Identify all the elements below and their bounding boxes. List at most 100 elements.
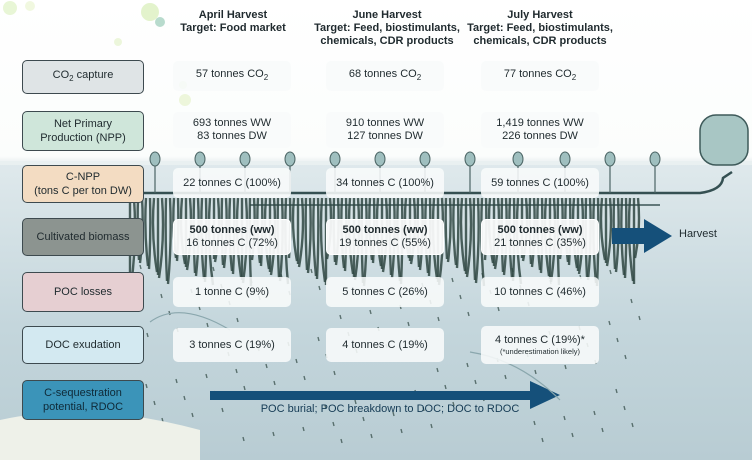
label-text-post: capture [73,68,114,81]
seaweed-strand [151,197,159,273]
particle [175,378,178,384]
particle [265,363,268,369]
header-target: Target: Food market [180,22,286,34]
particle [235,368,238,374]
buoy-icon [559,151,571,167]
particle [436,367,439,373]
particle [466,362,469,368]
particle [623,405,626,411]
sequestration-arrow-icon [210,381,560,409]
biomass-c: 19 tonnes C (55%) [339,237,431,249]
buoy-icon [329,151,341,167]
seaweed-strand [306,197,312,274]
biomass-june: 500 tonnes (ww)19 tonnes C (55%) [326,219,444,255]
header-title: July Harvest [507,9,573,21]
value: 77 tonnes CO [503,67,572,80]
biomass-c: 16 tonnes C (72%) [186,237,278,249]
seaweed-strand [444,197,449,260]
seaweed-strand [304,197,309,271]
seaweed-strand [157,197,165,279]
footnote: (*underestimation likely) [499,347,581,356]
label-line: (tons C per ton DW) [34,185,132,197]
seaweed-strand [291,197,299,262]
value: 10 tonnes C (46%) [494,285,586,298]
particle [407,321,410,327]
value: 4 tonnes C (19%) [342,338,428,351]
particle [212,266,215,272]
label-subscript: 2 [69,74,74,84]
value: 1 tonne C (9%) [195,285,269,298]
header-target-cont: chemicals, CDR products [320,35,454,47]
particle [609,269,612,275]
label-line: C-sequestration [44,387,122,399]
subscript: 2 [416,73,422,83]
seaweed-strand [147,197,152,270]
particle [324,404,327,410]
particle [273,380,276,386]
particle [497,306,500,312]
particle [191,412,194,418]
poc-july: 10 tonnes C (46%) [481,277,599,307]
particle [534,369,537,375]
particle [616,337,619,343]
particle [160,293,163,299]
cnpp-july: 59 tonnes C (100%) [481,168,599,198]
value: 22 tonnes C (100%) [183,176,281,189]
value: 3 tonnes C (19%) [189,338,275,351]
buoy-icon [512,151,524,167]
row-label-c-npp: C-NPP(tons C per ton DW) [22,165,144,203]
particle [302,426,305,432]
particle [332,421,335,427]
seabed-icon [0,412,200,460]
buoy-icon [649,151,661,167]
seaweed-strand [599,197,607,261]
seaweed-strand [446,197,452,263]
buoy-icon [604,151,616,167]
buoy-icon [149,151,161,167]
particle [295,358,298,364]
co2-june: 68 tonnes CO2 [326,61,444,91]
biomass-ww: 500 tonnes (ww) [189,224,275,236]
particle [467,311,470,317]
particle [205,373,208,379]
poc-june: 5 tonnes C (26%) [326,277,444,307]
particle [452,401,455,407]
value: 4 tonnes C (19%)* [495,334,585,346]
current-line [149,312,231,331]
seaweed-strand [144,197,150,267]
row-label-co2-capture: CO2 capture [22,60,144,94]
buoy-icon [374,151,386,167]
column-header-april: April Harvest Target: Food market [148,9,318,35]
particle [422,406,425,412]
npp-ww: 910 tonnes WW [345,117,425,129]
seaweed-strand [297,197,305,268]
buoy-icon [239,151,251,167]
longline-rope [120,170,733,195]
particle [183,395,186,401]
npp-dw: 83 tonnes DW [197,130,267,142]
cnpp-june: 34 tonnes C (100%) [326,168,444,198]
poc-april: 1 tonne C (9%) [173,277,291,307]
particle [615,388,618,394]
particle [145,383,148,389]
biomass-april: 500 tonnes (ww)16 tonnes C (72%) [173,219,291,255]
header-target: Target: Feed, biostimulants, [467,22,613,34]
co2-july: 77 tonnes CO2 [481,61,599,91]
cnpp-april: 22 tonnes C (100%) [173,168,291,198]
seaweed-strand [465,197,473,278]
particle [608,320,611,326]
npp-ww: 1,419 tonnes WW [496,117,584,129]
particle [303,375,306,381]
buoy-icon [194,151,206,167]
particle [430,423,433,429]
particle [444,384,447,390]
particle [541,437,544,443]
subscript: 2 [571,73,577,83]
particle [481,272,484,278]
